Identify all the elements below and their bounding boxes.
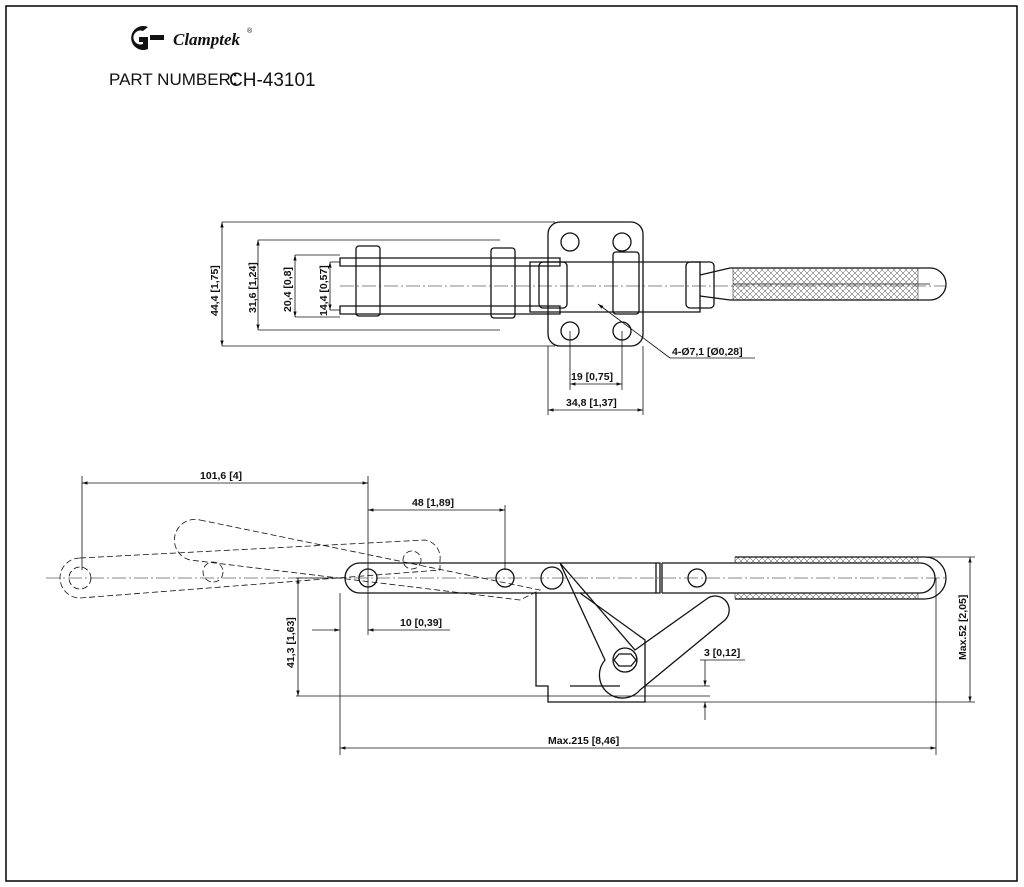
dim-max-height: Max.52 [2,05] xyxy=(957,595,969,660)
clamptek-logo-icon xyxy=(131,26,164,50)
dim-base-thickness: 3 [0,12] xyxy=(704,647,740,659)
dim-overall-height: 44,4 [1,75] xyxy=(209,265,221,316)
registered-mark: ® xyxy=(247,27,253,35)
dim-offset: 10 [0,39] xyxy=(400,617,442,629)
side-view: 101,6 [4] 48 [1,89] 10 [0,39] 41,3 [1,63… xyxy=(46,470,975,755)
brand-name: Clamptek xyxy=(173,30,241,49)
dim-bar-width: 31,6 [1,24] xyxy=(247,262,259,313)
top-view: 44,4 [1,75] 31,6 [1,24] 20,4 [0,8] 14,4 … xyxy=(209,221,947,415)
dim-link-width: 14,4 [0,57] xyxy=(318,265,330,316)
dim-inner-width: 20,4 [0,8] xyxy=(282,267,294,312)
brand-logo: Clamptek ® xyxy=(131,26,253,50)
dim-holes: 4-Ø7,1 [Ø0,28] xyxy=(672,346,743,358)
sheet-border xyxy=(5,5,1018,882)
part-number-label: PART NUMBER： xyxy=(109,70,248,89)
dim-pivot-spacing: 48 [1,89] xyxy=(412,497,454,509)
dim-hole-spacing: 19 [0,75] xyxy=(571,371,613,383)
dim-height: 41,3 [1,63] xyxy=(285,617,297,668)
dim-max-length: Max.215 [8,46] xyxy=(548,735,619,747)
part-number-value: CH-43101 xyxy=(229,70,316,91)
dim-base-width: 34,8 [1,37] xyxy=(566,397,617,409)
dim-opening-travel: 101,6 [4] xyxy=(200,470,242,482)
